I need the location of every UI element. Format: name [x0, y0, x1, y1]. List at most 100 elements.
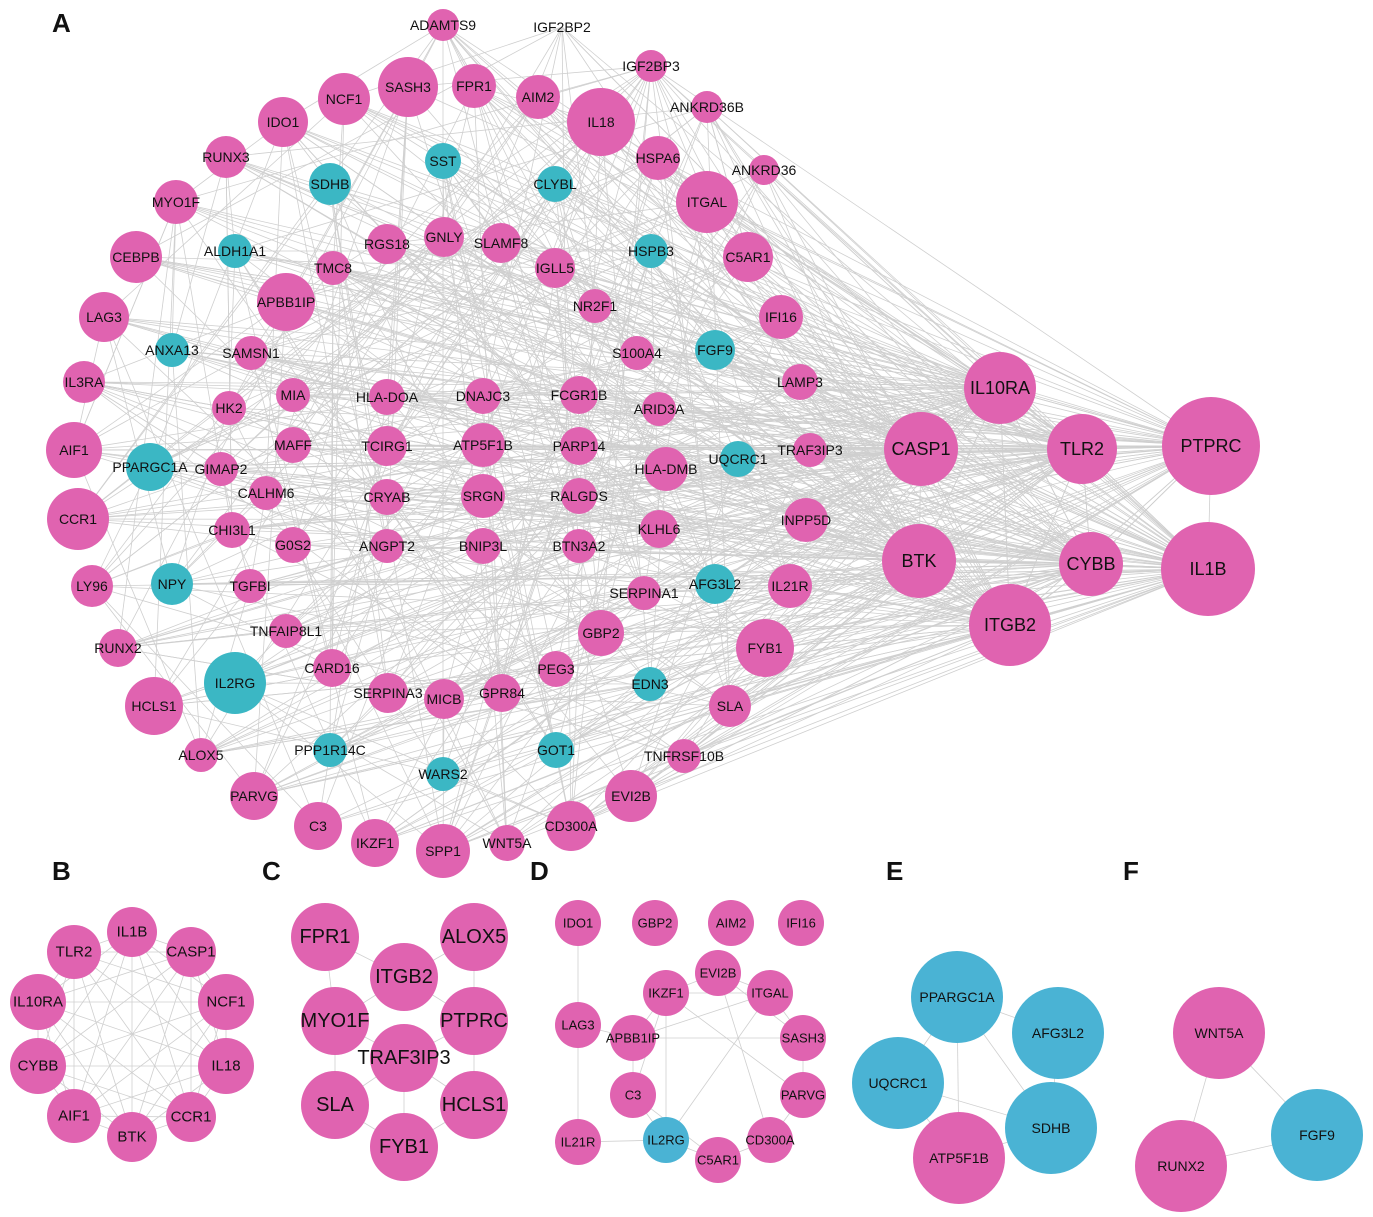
node-d-ido1: IDO1 — [555, 900, 601, 946]
edge-a-675 — [153, 624, 1011, 707]
node-circle — [567, 88, 635, 156]
edge-a-485 — [77, 183, 331, 520]
node-b-ccr1: CCR1 — [166, 1092, 216, 1142]
node-circle — [301, 1071, 369, 1139]
edge-a-587 — [578, 445, 645, 594]
edge-a-541 — [473, 85, 920, 562]
node-label: HCLS1 — [442, 1094, 506, 1116]
node-label: IL18 — [587, 114, 614, 130]
edge-a-746 — [253, 445, 1212, 797]
node-circle — [465, 528, 501, 564]
node-a-tcirg1: TCIRG1 — [361, 426, 413, 466]
node-label: CHI3L1 — [208, 522, 256, 538]
node-circle — [378, 57, 438, 117]
node-circle — [1012, 987, 1104, 1079]
node-circle — [205, 136, 247, 178]
node-c-traf3ip3: TRAF3IP3 — [357, 1024, 451, 1092]
edge-a-288 — [292, 387, 1001, 396]
node-circle — [636, 136, 680, 180]
edge-a-125 — [706, 201, 1212, 447]
edge-a-721 — [555, 448, 1083, 751]
node-label: CARD16 — [304, 660, 359, 676]
node-label: EDN3 — [631, 676, 669, 692]
edge-a-168 — [443, 236, 920, 562]
node-label: FYB1 — [747, 640, 782, 656]
node-circle — [516, 75, 560, 119]
node-circle — [1173, 987, 1265, 1079]
edge-a-752 — [253, 495, 580, 797]
edge-a-795 — [442, 560, 920, 852]
node-circle — [316, 251, 350, 285]
node-circle — [204, 452, 238, 486]
node-circle — [1047, 414, 1117, 484]
node-label: ANXA13 — [145, 342, 199, 358]
node-a-cebpb: CEBPB — [110, 231, 162, 283]
edge-a-100 — [225, 156, 1001, 389]
node-e-atp5f1b: ATP5F1B — [913, 1112, 1005, 1204]
node-circle — [309, 163, 351, 205]
node-label: PARP14 — [553, 438, 606, 454]
edge-a-526 — [482, 448, 922, 547]
node-circle — [695, 1137, 741, 1183]
node-label: ITGAL — [687, 194, 728, 210]
node-label: SLA — [717, 698, 744, 714]
edge-a-805 — [234, 682, 508, 844]
edge-a-486 — [77, 65, 652, 520]
node-circle — [691, 91, 723, 123]
node-circle — [107, 907, 157, 957]
edge-a-131 — [250, 201, 708, 354]
edge-a-248 — [171, 349, 1209, 570]
edge-a-128 — [706, 201, 1001, 389]
node-a-c3: C3 — [294, 802, 342, 850]
node-e-sdhb: SDHB — [1005, 1082, 1097, 1174]
node-a-tnfrsf10b: TNFRSF10B — [644, 739, 724, 773]
node-circle — [720, 441, 756, 477]
node-label: PPARGC1A — [112, 459, 188, 475]
node-circle — [780, 1015, 826, 1061]
node-a-tmc8: TMC8 — [314, 251, 352, 285]
edge-a-226 — [285, 301, 1212, 447]
edge-d-19 — [665, 992, 804, 1096]
node-a-sdhb: SDHB — [309, 163, 351, 205]
node-circle — [301, 987, 369, 1055]
node-circle — [1135, 1120, 1227, 1212]
node-circle — [425, 143, 461, 179]
edge-a-667 — [387, 445, 580, 694]
edge-a-620 — [117, 387, 1001, 649]
edge-a-149 — [135, 256, 1212, 447]
node-circle — [695, 950, 741, 996]
edge-a-672 — [649, 468, 667, 685]
node-label: ALOX5 — [442, 926, 506, 948]
node-a-afg3l2: AFG3L2 — [689, 564, 741, 604]
node-c-fpr1: FPR1 — [291, 903, 359, 971]
node-label: IFI16 — [765, 309, 797, 325]
node-a-il21r: IL21R — [768, 564, 812, 608]
node-label: SRGN — [463, 488, 503, 504]
node-circle — [257, 273, 315, 331]
node-label: WNT5A — [483, 835, 533, 851]
node-label: INPP5D — [781, 512, 832, 528]
node-a-dnajc3: DNAJC3 — [456, 378, 510, 414]
node-label: ITGB2 — [984, 615, 1036, 635]
node-a-chi3l1: CHI3L1 — [208, 512, 256, 548]
node-circle — [1005, 1082, 1097, 1174]
node-d-aim2: AIM2 — [708, 900, 754, 946]
node-d-c3: C3 — [610, 1072, 656, 1118]
node-circle — [747, 1117, 793, 1163]
node-circle — [218, 234, 252, 268]
edge-a-797 — [442, 408, 660, 852]
edge-a-800 — [442, 250, 652, 852]
edge-a-65 — [537, 96, 708, 203]
edge-a-36 — [763, 169, 1001, 389]
node-label: HK2 — [215, 400, 242, 416]
node-d-ifi16: IFI16 — [778, 900, 824, 946]
edge-a-521 — [386, 86, 409, 547]
node-label: TNFAIP8L1 — [250, 623, 323, 639]
node-a-gbp2: GBP2 — [578, 610, 624, 656]
edge-a-497 — [658, 387, 1001, 530]
node-a-btk: BTK — [882, 524, 956, 598]
node-label: HSPB3 — [628, 243, 674, 259]
node-label: C3 — [625, 1088, 642, 1103]
node-a-tgfbi: TGFBI — [229, 569, 271, 603]
node-label: BNIP3L — [459, 538, 507, 554]
